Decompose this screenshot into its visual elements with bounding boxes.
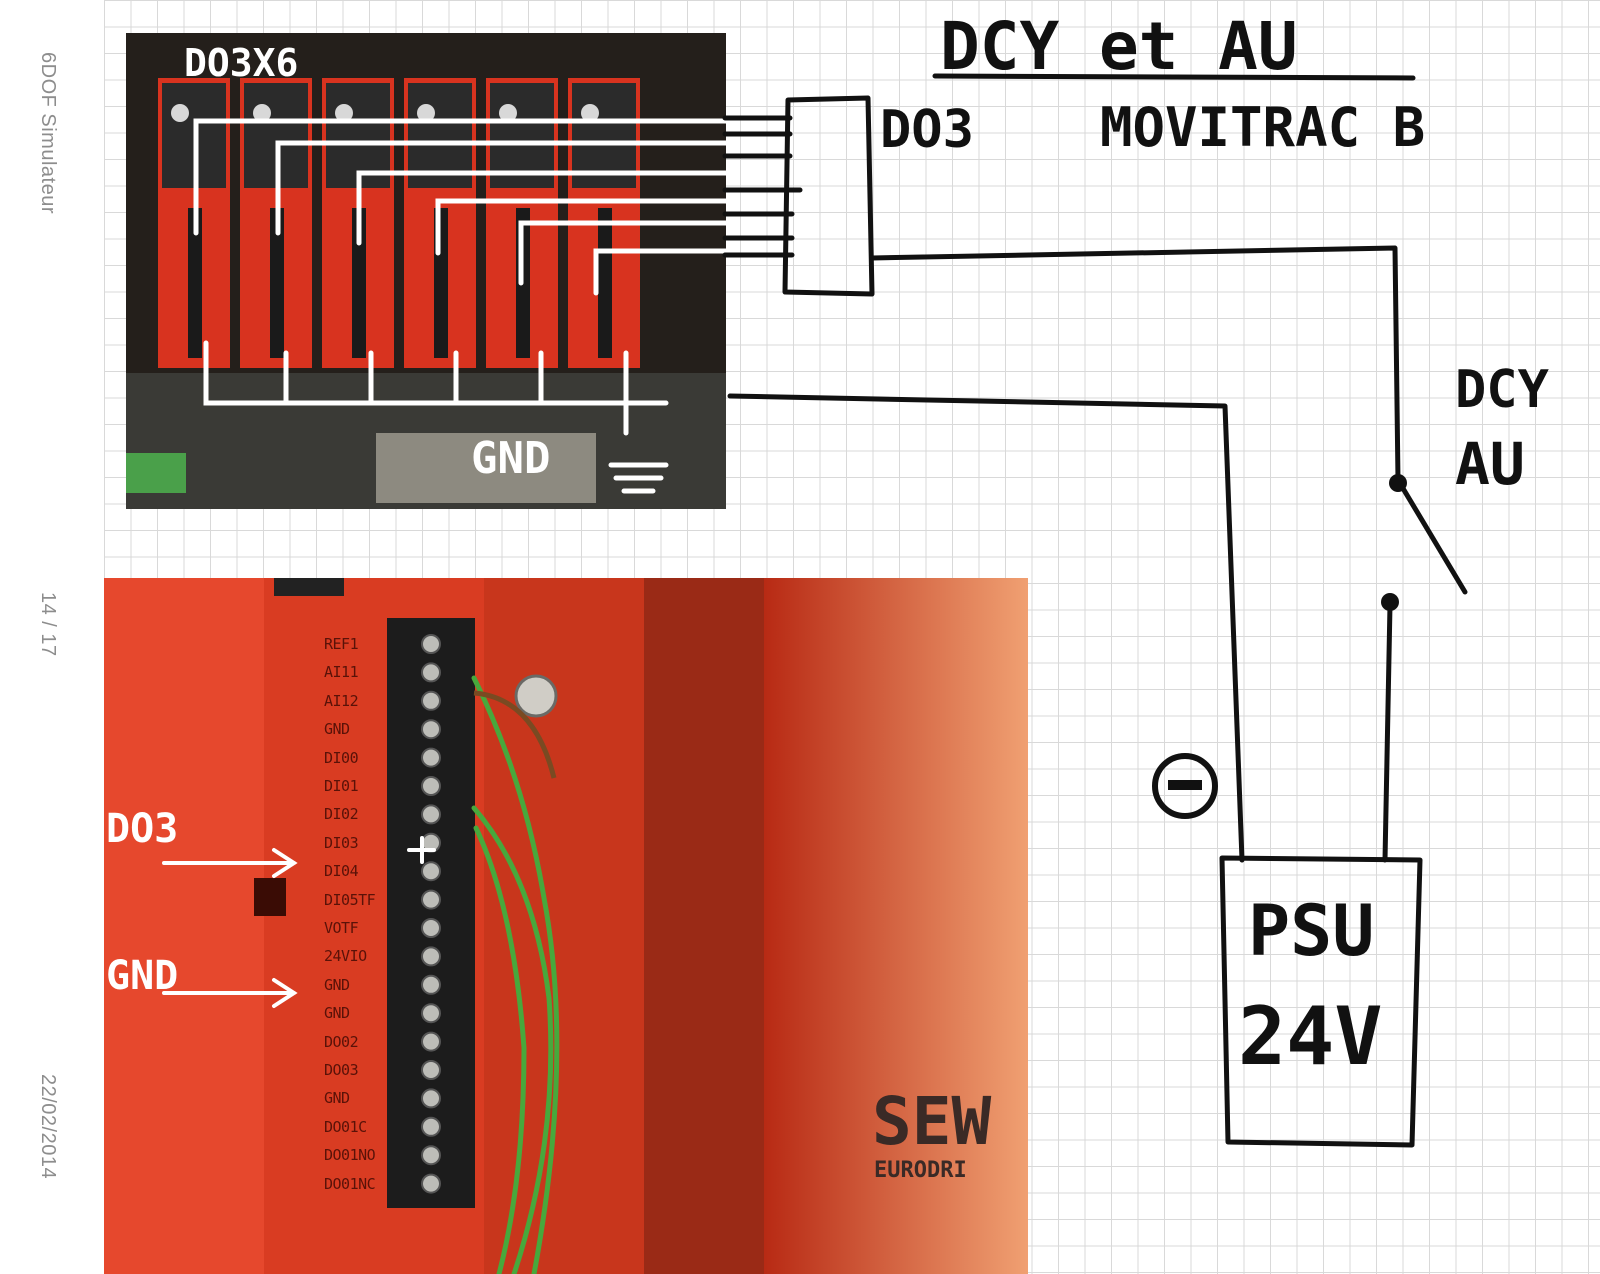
terminal-screw: [421, 1173, 441, 1194]
terminal-label: DO01NC: [324, 1174, 376, 1193]
brand-subtitle: EURODRI: [874, 1158, 967, 1183]
drive-knob: [581, 104, 599, 122]
terminal-screw: [421, 1003, 441, 1024]
terminal-screw: [421, 1031, 441, 1052]
drive-terminal-strip: [270, 208, 284, 358]
drive-knob: [335, 104, 353, 122]
terminal-screw: [421, 662, 441, 683]
psu-label-line2: 24V: [1238, 990, 1383, 1083]
drive-terminal-strip: [352, 208, 366, 358]
terminal-block: [387, 618, 475, 1208]
annotation-gnd-bottom: GND: [106, 953, 179, 999]
terminal-screw: [421, 719, 441, 740]
terminal-label: VOTF: [324, 919, 359, 937]
terminal-label: DI02: [324, 805, 359, 824]
switch-label-line1: DCY: [1455, 360, 1549, 420]
terminal-label: DO03: [324, 1061, 359, 1079]
terminal-screw: [421, 861, 441, 882]
drive-knob: [171, 104, 189, 122]
drive-knob: [499, 104, 517, 122]
terminal-label: GND: [324, 1004, 350, 1023]
psu-label-line1: PSU: [1248, 890, 1375, 972]
terminal-label: DI03: [324, 833, 359, 852]
terminal-label: AI11: [324, 663, 359, 682]
photo-drives-cabinet: DO3X6 GND: [126, 33, 726, 509]
terminal-screw: [421, 974, 441, 995]
terminal-screw: [421, 747, 441, 768]
terminal-screw: [421, 804, 441, 825]
terminal-closeup-illustration: [104, 578, 1028, 1274]
document-title: 6DOF Simulateur: [37, 52, 59, 214]
terminal-screw: [421, 1145, 441, 1166]
terminal-housing: [387, 618, 475, 1208]
annotation-gnd-top: GND: [471, 433, 551, 484]
movitrac-label: MOVITRAC B: [1100, 96, 1426, 159]
terminal-label: DI05TF: [324, 890, 376, 909]
terminal-label: GND: [324, 975, 350, 994]
sidebar: 6DOF Simulateur 14 / 17 22/02/2014: [0, 0, 100, 1274]
terminal-screw: [421, 889, 441, 910]
terminal-screw: [421, 690, 441, 711]
annotation-do3-bottom: DO3: [106, 806, 179, 852]
drive-knob: [253, 104, 271, 122]
terminal-screw: [421, 918, 441, 938]
switch-label-line2: AU: [1455, 430, 1525, 498]
terminal-screw: [421, 776, 441, 796]
terminal-label: REF1: [324, 635, 359, 653]
brand-logo: SEW: [872, 1083, 992, 1160]
terminal-label: DO01C: [324, 1117, 367, 1136]
terminal-label: DI01: [324, 777, 359, 795]
document-date: 22/02/2014: [37, 1074, 59, 1180]
do3-label: DO3: [880, 100, 974, 160]
terminal-screw: [421, 634, 441, 654]
drive-terminal-strip: [598, 208, 612, 358]
drives-cabinet-illustration: [126, 33, 726, 509]
terminal-screw: [421, 1060, 441, 1080]
terminal-label: DI00: [324, 748, 359, 767]
terminal-label: DO02: [324, 1032, 359, 1051]
annotation-do3x6: DO3X6: [184, 41, 299, 85]
terminal-label: AI12: [324, 691, 359, 710]
page-number: 14 / 17: [37, 592, 59, 657]
terminal-label: 24VIO: [324, 947, 367, 966]
terminal-label: DO01NO: [324, 1146, 376, 1165]
drive-knob: [417, 104, 435, 122]
terminal-label: DI04: [324, 862, 359, 881]
terminal-label: GND: [324, 1089, 350, 1108]
drive-terminal-strip: [188, 208, 202, 358]
diagram-heading: DCY et AU: [940, 8, 1298, 85]
terminal-label: GND: [324, 720, 350, 739]
terminal-screw: [421, 1088, 441, 1109]
terminal-screw: [421, 1116, 441, 1137]
terminal-screw: [421, 946, 441, 967]
